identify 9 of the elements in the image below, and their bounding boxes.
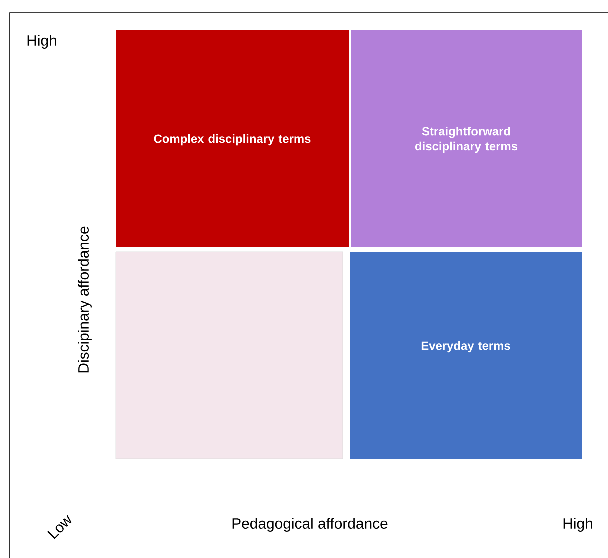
axis-title: Discipinary affordance xyxy=(78,226,92,373)
axis-label: High xyxy=(564,518,592,532)
quadrant-box: Everyday terms xyxy=(350,252,582,459)
quadrant-box xyxy=(116,252,344,460)
axis-label: High xyxy=(28,35,56,49)
quadrant-box: Complex disciplinary terms xyxy=(116,30,349,247)
quadrant-box: Straightforward disciplinary terms xyxy=(351,30,582,247)
axis-title: Pedagogical affordance xyxy=(232,518,388,532)
axis-label: Low xyxy=(47,515,72,540)
